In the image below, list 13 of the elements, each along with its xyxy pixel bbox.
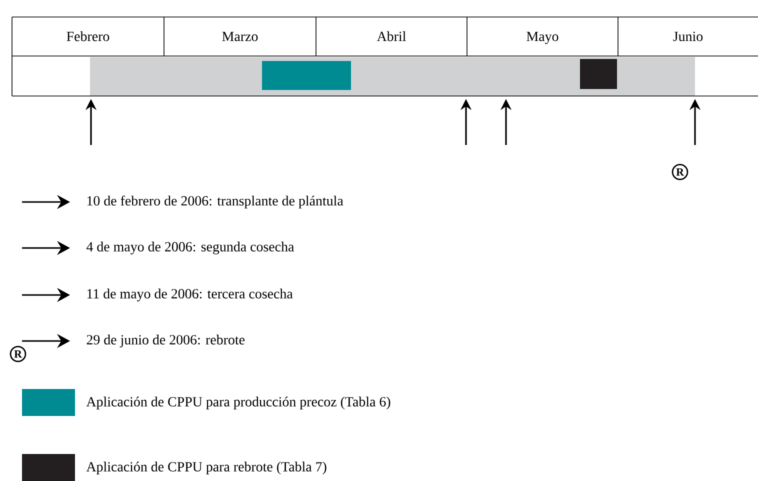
circled-letter: R xyxy=(10,346,26,362)
legend-text: 11 de mayo de 2006: tercera cosecha xyxy=(87,288,293,302)
legend-text: 10 de febrero de 2006: transplante de plántula xyxy=(87,196,344,208)
month-label: Junio xyxy=(673,32,703,42)
month-label: Febrero xyxy=(66,31,110,42)
month-label: Mayo xyxy=(526,32,558,44)
legend-text: 29 de junio de 2006: rebrote xyxy=(86,334,245,348)
legend-text: 4 de mayo de 2006: segunda cosecha xyxy=(86,242,294,254)
month-label: Marzo xyxy=(222,32,258,42)
month-label: Abril xyxy=(376,31,406,42)
legend-text: Aplicación de CPPU para rebrote (Tabla 7) xyxy=(86,462,326,474)
legend-text: Aplicación de CPPU para producción precoz (Tabla 6) xyxy=(86,396,390,410)
circled-letter: R xyxy=(672,164,688,180)
